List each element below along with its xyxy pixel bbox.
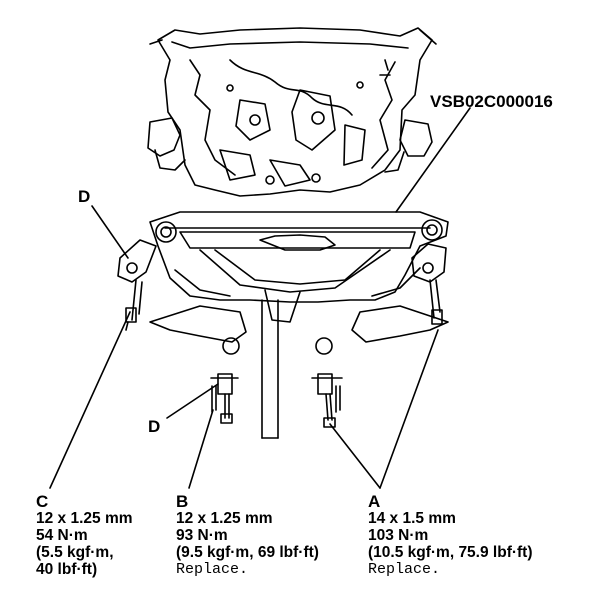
engine-illustration: [147, 27, 437, 197]
spec-a-size: 14 x 1.5 mm: [368, 510, 456, 527]
callout-d-upper: D: [78, 187, 91, 206]
callout-d-lower: D: [148, 417, 161, 436]
spec-c: C 12 x 1.25 mm 54 N·m (5.5 kgf·m, 40 lbf…: [36, 493, 133, 578]
bracket-c-right: [411, 243, 447, 325]
spec-b-note: Replace.: [176, 561, 249, 578]
spec-c-torque-alt-1: (5.5 kgf·m,: [36, 544, 114, 561]
spec-b-letter: B: [176, 492, 189, 511]
bolt-a: [311, 373, 343, 428]
spec-a: A 14 x 1.5 mm 103 N·m (10.5 kgf·m, 75.9 …: [368, 493, 533, 578]
spec-a-note: Replace.: [368, 561, 441, 578]
spec-b-torque-alt: (9.5 kgf·m, 69 lbf·ft): [176, 544, 319, 561]
bracket-c-left: [117, 239, 157, 331]
subframe-illustration: [149, 211, 449, 439]
figure-code-leader: [395, 107, 471, 213]
leader-lines: [49, 205, 439, 489]
spec-a-letter: A: [368, 492, 381, 511]
spec-a-torque-alt: (10.5 kgf·m, 75.9 lbf·ft): [368, 544, 533, 561]
spec-b: B 12 x 1.25 mm 93 N·m (9.5 kgf·m, 69 lbf…: [176, 493, 319, 578]
spec-c-letter: C: [36, 492, 49, 511]
spec-b-size: 12 x 1.25 mm: [176, 510, 273, 527]
spec-c-torque-alt-2: 40 lbf·ft): [36, 561, 98, 578]
spec-a-torque: 103 N·m: [368, 527, 429, 544]
spec-c-torque: 54 N·m: [36, 527, 88, 544]
spec-c-size: 12 x 1.25 mm: [36, 510, 133, 527]
bolt-b: [210, 373, 239, 424]
figure-code-label: VSB02C000016: [430, 92, 553, 111]
spec-b-torque: 93 N·m: [176, 527, 228, 544]
